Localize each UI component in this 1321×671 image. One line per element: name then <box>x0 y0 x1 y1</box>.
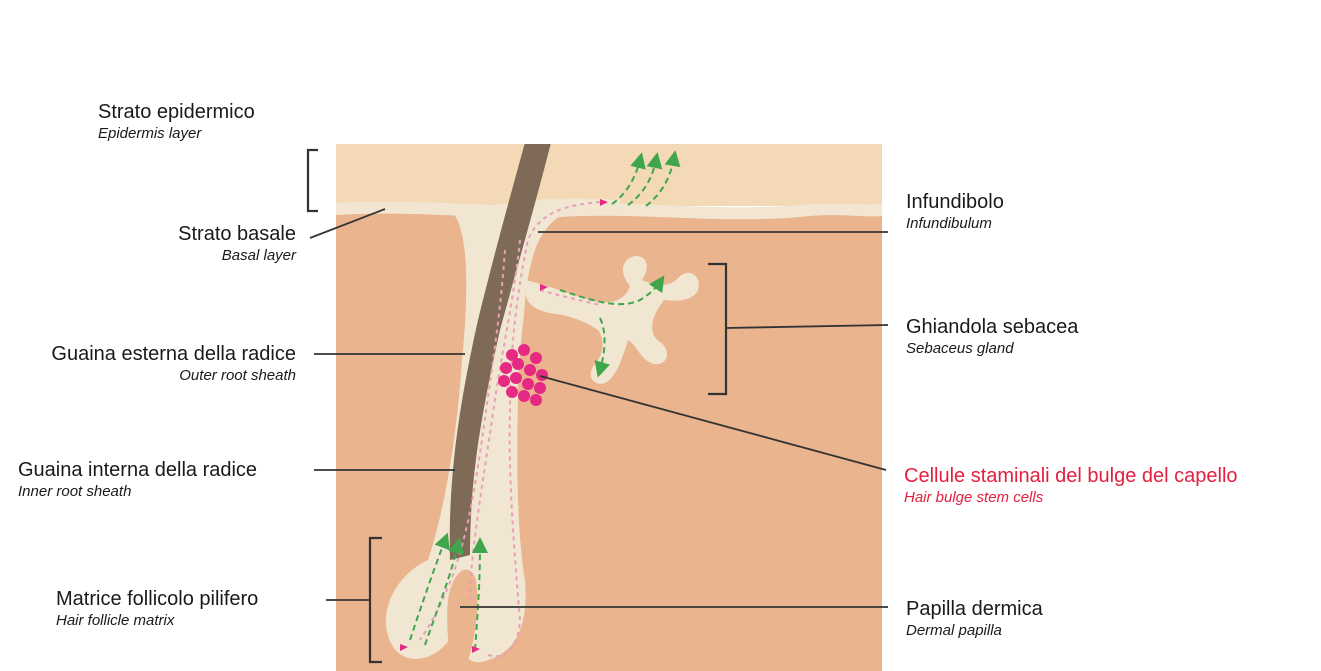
epidermis-bracket <box>308 150 318 211</box>
stem-cells-label: Cellule staminali del bulge del capello … <box>904 464 1238 507</box>
matrix-label-sub: Hair follicle matrix <box>56 611 258 630</box>
matrix-label: Matrice follicolo pilifero Hair follicle… <box>56 587 258 630</box>
stem-cells-label-sub: Hair bulge stem cells <box>904 488 1238 507</box>
papilla-label-sub: Dermal papilla <box>906 621 1043 640</box>
sebaceous-label-sub: Sebaceus gland <box>906 339 1078 358</box>
infundibulum-label-main: Infundibolo <box>906 190 1004 214</box>
epidermis-label-sub: Epidermis layer <box>98 124 255 143</box>
outer-sheath-label-sub: Outer root sheath <box>51 366 296 385</box>
inner-sheath-label: Guaina interna della radice Inner root s… <box>18 458 257 501</box>
basal-label: Strato basale Basal layer <box>178 222 296 265</box>
sebaceous-label: Ghiandola sebacea Sebaceus gland <box>906 315 1078 358</box>
inner-sheath-label-sub: Inner root sheath <box>18 482 257 501</box>
infundibulum-label-sub: Infundibulum <box>906 214 1004 233</box>
basal-label-main: Strato basale <box>178 222 296 246</box>
basal-label-sub: Basal layer <box>178 246 296 265</box>
outer-sheath-label: Guaina esterna della radice Outer root s… <box>51 342 296 385</box>
outer-sheath-label-main: Guaina esterna della radice <box>51 342 296 366</box>
stem-cells-label-main: Cellule staminali del bulge del capello <box>904 464 1238 488</box>
inner-sheath-label-main: Guaina interna della radice <box>18 458 257 482</box>
papilla-label-main: Papilla dermica <box>906 597 1043 621</box>
sebaceous-label-main: Ghiandola sebacea <box>906 315 1078 339</box>
infundibulum-label: Infundibolo Infundibulum <box>906 190 1004 233</box>
epidermis-label-main: Strato epidermico <box>98 100 255 124</box>
epidermis-label: Strato epidermico Epidermis layer <box>98 100 255 143</box>
papilla-label: Papilla dermica Dermal papilla <box>906 597 1043 640</box>
epidermis-layer <box>336 144 882 206</box>
matrix-label-main: Matrice follicolo pilifero <box>56 587 258 611</box>
